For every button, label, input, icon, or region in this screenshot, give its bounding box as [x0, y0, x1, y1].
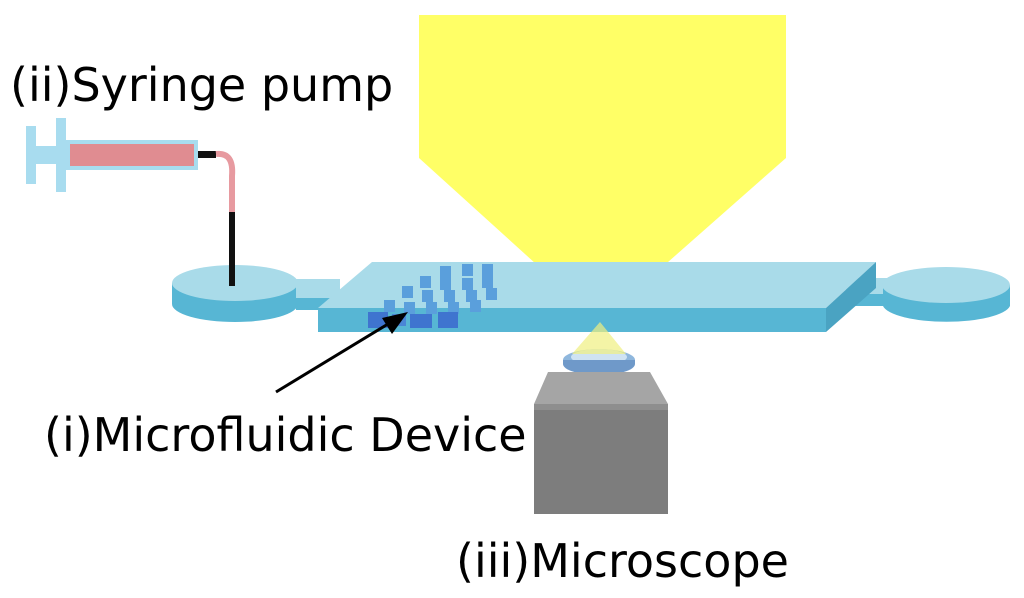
- microscope-label: (iii)Microscope: [456, 534, 789, 588]
- inlet-reservoir: [172, 265, 340, 322]
- light-beam-icon: [419, 15, 786, 322]
- microscope-objective-icon: [534, 349, 668, 514]
- pointer-arrow: [275, 312, 408, 394]
- microfluidic-device-label: (i)Microfluidic Device: [44, 408, 527, 462]
- syringe-icon: [26, 118, 236, 286]
- focused-light-icon: [572, 322, 626, 354]
- outlet-reservoir: [846, 267, 1010, 322]
- syringe-pump-label: (ii)Syringe pump: [10, 58, 394, 112]
